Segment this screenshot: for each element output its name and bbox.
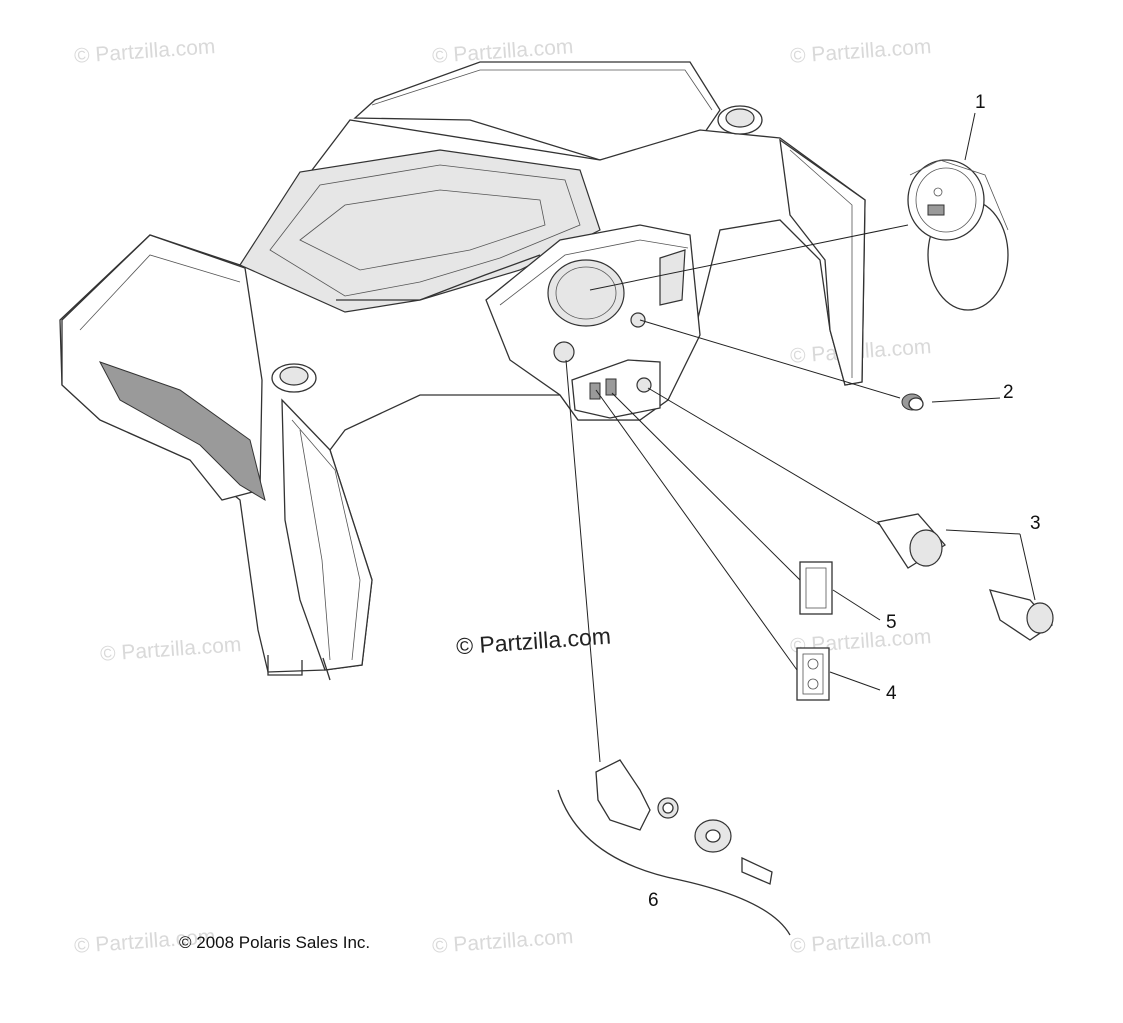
part-1-speedometer xyxy=(907,159,1009,311)
copyright-notice: © 2008 Polaris Sales Inc. xyxy=(179,933,371,952)
callout-3: 3 xyxy=(1030,513,1041,534)
callout-1: 1 xyxy=(975,92,986,113)
leader-lines xyxy=(565,112,1036,763)
callout-4: 4 xyxy=(886,683,897,704)
callout-5: 5 xyxy=(886,612,897,633)
part-2-indicator xyxy=(901,393,924,411)
dash-body xyxy=(59,61,866,681)
part-5-switch xyxy=(799,561,833,615)
callout-6: 6 xyxy=(648,890,659,911)
part-6-key-switch xyxy=(557,759,791,936)
part-3-power-socket xyxy=(876,513,1054,641)
callout-2: 2 xyxy=(1003,382,1014,403)
part-4-switch xyxy=(796,647,830,701)
